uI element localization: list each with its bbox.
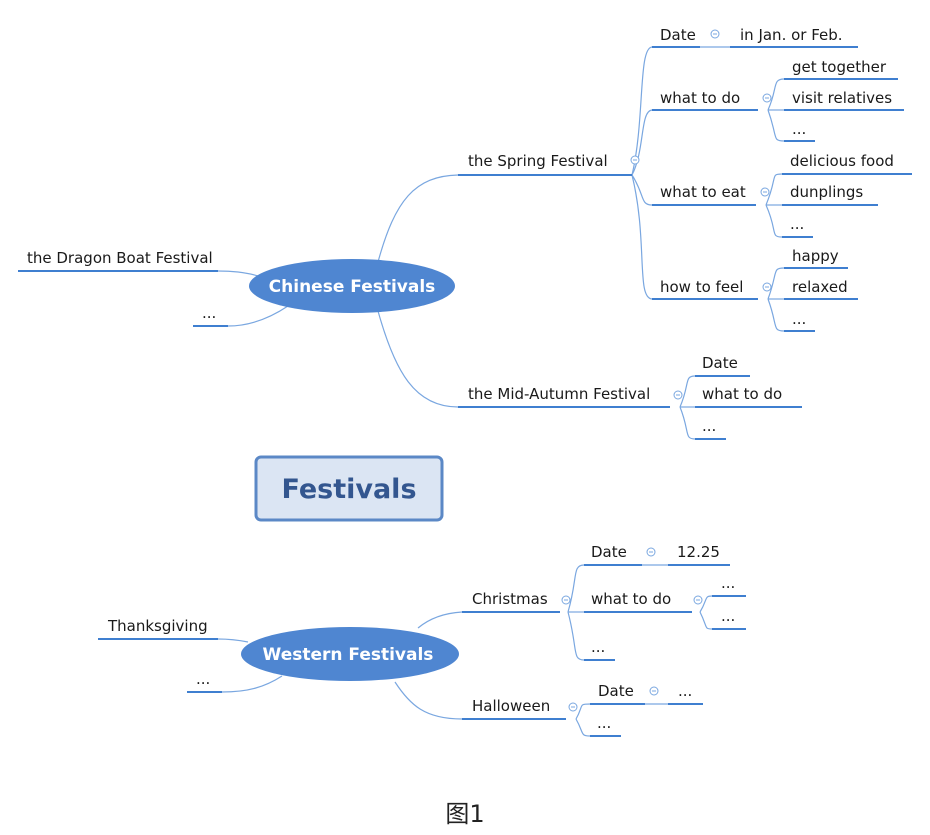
spring-what-to-do-label[interactable]: what to do xyxy=(660,89,740,107)
connector-feel-1 xyxy=(767,267,785,300)
connector-xmas-do-2 xyxy=(699,611,713,630)
western-topics: Christmas Date 12.25 what to do ... ... … xyxy=(107,543,735,732)
connector-do-1 xyxy=(767,78,785,111)
connector-spring-do xyxy=(631,109,653,176)
halloween-more-label[interactable]: ... xyxy=(597,714,611,732)
connector-xmas-do-1 xyxy=(699,595,713,613)
western-festivals-label: Western Festivals xyxy=(263,645,434,665)
spring-feel-item[interactable]: relaxed xyxy=(792,278,848,296)
midautumn-item[interactable]: what to do xyxy=(702,385,782,403)
connector-spring xyxy=(377,174,459,263)
chinese-festivals-label: Chinese Festivals xyxy=(269,277,436,297)
spring-do-item[interactable]: ... xyxy=(792,120,806,138)
topic-underlines xyxy=(18,46,912,737)
halloween-date-value[interactable]: ... xyxy=(678,682,692,700)
collapse-icon[interactable] xyxy=(561,595,571,605)
spring-do-item[interactable]: visit relatives xyxy=(792,89,892,107)
spring-festival-label[interactable]: the Spring Festival xyxy=(468,152,608,170)
chinese-topics: the Spring Festival Date in Jan. or Feb.… xyxy=(27,26,894,435)
spring-date-value[interactable]: in Jan. or Feb. xyxy=(740,26,843,44)
collapse-icon[interactable] xyxy=(693,595,703,605)
connector-western-more xyxy=(221,675,283,693)
connector-christmas xyxy=(417,611,463,629)
christmas-do-item[interactable]: ... xyxy=(721,574,735,592)
connector-thanksgiving xyxy=(217,638,249,643)
root-node[interactable]: Festivals xyxy=(254,455,444,522)
midautumn-festival-label[interactable]: the Mid-Autumn Festival xyxy=(468,385,650,403)
christmas-what-to-do-label[interactable]: what to do xyxy=(591,590,671,608)
connector-spring-feel xyxy=(631,174,653,300)
collapse-icon[interactable] xyxy=(760,187,770,197)
spring-date-label[interactable]: Date xyxy=(660,26,696,44)
western-festivals-node[interactable]: Western Festivals xyxy=(241,627,459,681)
midautumn-item[interactable]: Date xyxy=(702,354,738,372)
root-box xyxy=(254,455,444,522)
christmas-date-label[interactable]: Date xyxy=(591,543,627,561)
chinese-festivals-node[interactable]: Chinese Festivals xyxy=(249,259,455,313)
spring-eat-item[interactable]: dunplings xyxy=(790,183,863,201)
figure-caption: 图1 xyxy=(445,800,484,828)
christmas-date-value[interactable]: 12.25 xyxy=(677,543,720,561)
midautumn-item[interactable]: ... xyxy=(702,417,716,435)
dragon-boat-festival-label[interactable]: the Dragon Boat Festival xyxy=(27,249,213,267)
spring-do-item[interactable]: get together xyxy=(792,58,887,76)
connector-hw-date xyxy=(575,703,591,720)
christmas-do-item[interactable]: ... xyxy=(721,607,735,625)
collapse-icon[interactable] xyxy=(646,547,656,557)
halloween-date-label[interactable]: Date xyxy=(598,682,634,700)
collapse-icon[interactable] xyxy=(762,93,772,103)
connector-xmas-more xyxy=(567,611,585,661)
collapse-icon[interactable] xyxy=(762,282,772,292)
western-more-label[interactable]: ... xyxy=(196,670,210,688)
collapse-icon[interactable] xyxy=(710,29,720,39)
chinese-more-label[interactable]: ... xyxy=(202,304,216,322)
connector-spring-eat xyxy=(631,174,653,206)
collapse-markers xyxy=(561,29,772,712)
spring-how-to-feel-label[interactable]: how to feel xyxy=(660,278,743,296)
root-label: Festivals xyxy=(281,474,416,505)
spring-eat-item[interactable]: delicious food xyxy=(790,152,894,170)
spring-eat-item[interactable]: ... xyxy=(790,215,804,233)
spring-what-to-eat-label[interactable]: what to eat xyxy=(660,183,746,201)
connector-do-3 xyxy=(767,109,785,142)
connector-ma-1 xyxy=(679,375,696,408)
spring-feel-item[interactable]: ... xyxy=(792,310,806,328)
connector-midautumn xyxy=(377,310,459,408)
christmas-label[interactable]: Christmas xyxy=(472,590,548,608)
christmas-more-label[interactable]: ... xyxy=(591,638,605,656)
connector-eat-1 xyxy=(765,173,783,206)
connector-xmas-date xyxy=(567,564,585,613)
connectors xyxy=(217,46,785,737)
spring-feel-item[interactable]: happy xyxy=(792,247,839,265)
western-festivals-oval xyxy=(241,627,459,681)
connector-feel-3 xyxy=(767,298,785,332)
connector-eat-3 xyxy=(765,204,783,238)
halloween-label[interactable]: Halloween xyxy=(472,697,550,715)
connector-chinese-more xyxy=(227,305,289,327)
chinese-festivals-oval xyxy=(249,259,455,313)
collapse-icon[interactable] xyxy=(673,390,683,400)
collapse-icon[interactable] xyxy=(649,686,659,696)
connector-hw-more xyxy=(575,718,591,737)
connector-dragon xyxy=(217,270,259,277)
thanksgiving-label[interactable]: Thanksgiving xyxy=(107,617,208,635)
collapse-icon[interactable] xyxy=(630,155,640,165)
collapse-icon[interactable] xyxy=(568,702,578,712)
connector-halloween xyxy=(394,681,463,720)
connector-ma-3 xyxy=(679,406,696,440)
